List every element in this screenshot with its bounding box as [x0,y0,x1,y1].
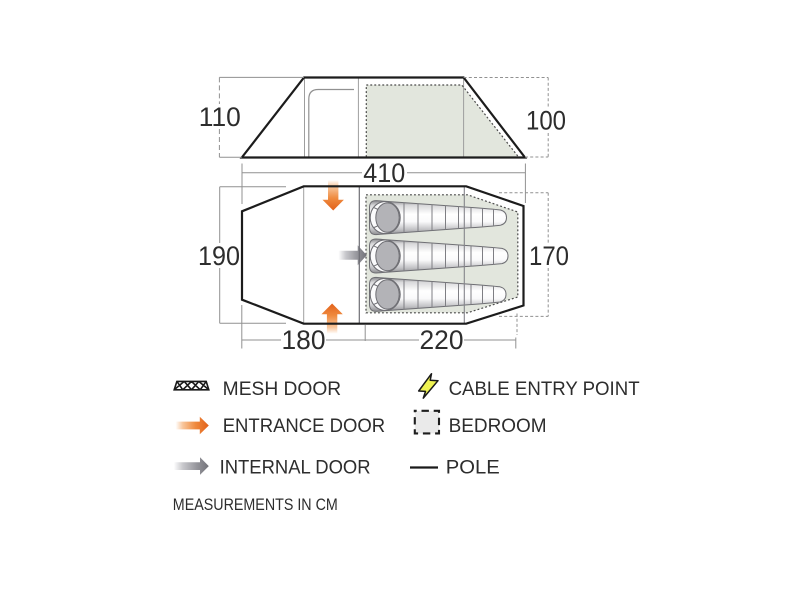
svg-text:CABLE ENTRY POINT: CABLE ENTRY POINT [449,379,640,400]
svg-text:ENTRANCE DOOR: ENTRANCE DOOR [223,416,386,437]
svg-text:220: 220 [420,325,464,355]
svg-text:410: 410 [363,158,405,188]
svg-text:INTERNAL DOOR: INTERNAL DOOR [220,458,371,479]
svg-text:BEDROOM: BEDROOM [449,416,547,437]
svg-text:MEASUREMENTS IN CM: MEASUREMENTS IN CM [173,496,338,514]
svg-text:MESH DOOR: MESH DOOR [223,379,341,400]
svg-text:100: 100 [526,106,566,136]
svg-text:POLE: POLE [446,458,500,479]
svg-text:170: 170 [529,241,569,271]
svg-text:110: 110 [199,102,241,132]
svg-text:190: 190 [198,241,240,271]
svg-text:180: 180 [282,325,326,355]
